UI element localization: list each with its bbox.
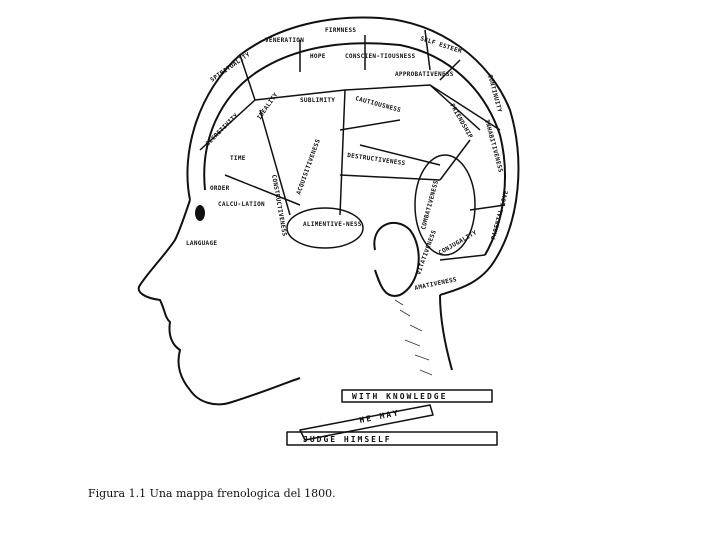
label-ideality: IDEALITY bbox=[256, 91, 280, 121]
label-calculation: CALCU-LATION bbox=[218, 201, 265, 208]
banner-text-judge-himself: JUDGE HIMSELF bbox=[303, 435, 392, 444]
label-acquisitiveness: ACQUISITIVENESS bbox=[295, 138, 322, 196]
label-inhabitiveness: INHABITIVENESS bbox=[483, 119, 504, 174]
face-profile bbox=[137, 199, 301, 406]
figure-caption: Figura 1.1 Una mappa frenologica del 180… bbox=[88, 487, 336, 500]
label-time: TIME bbox=[230, 155, 246, 162]
banner-judge-himself bbox=[286, 431, 498, 446]
label-constructiveness: CONSTRUCTIVENESS bbox=[270, 174, 288, 237]
label-secretivity: SECRETIVITY bbox=[204, 112, 239, 147]
ear bbox=[373, 221, 420, 297]
label-spirituality: SPIRITUALITY bbox=[209, 51, 252, 84]
banner-he-may bbox=[299, 404, 434, 441]
label-amativeness: AMATIVENESS bbox=[414, 276, 458, 292]
region-dividers bbox=[199, 29, 506, 261]
banner-with-knowledge bbox=[341, 389, 493, 403]
label-conjugality: CONJUGALITY bbox=[438, 229, 479, 257]
region-labels: FIRMNESS VENERATION SELF ESTEEM HOPE CON… bbox=[186, 27, 510, 292]
label-cautiousness: CAUTIOUSNESS bbox=[354, 95, 401, 114]
label-firmness: FIRMNESS bbox=[325, 27, 356, 34]
label-hope: HOPE bbox=[310, 53, 326, 60]
neck-outline bbox=[439, 294, 453, 371]
neck-hatching bbox=[394, 299, 433, 376]
label-veneration: VENERATION bbox=[265, 37, 304, 44]
skull-outline bbox=[186, 16, 520, 296]
banner-labels: WITH KNOWLEDGE HE MAY JUDGE HIMSELF bbox=[303, 392, 447, 444]
label-sublimity: SUBLIMITY bbox=[300, 97, 335, 104]
label-alimentiveness: ALIMENTIVE-NESS bbox=[303, 221, 362, 228]
alimentiveness-region bbox=[286, 207, 364, 249]
destructiveness-oval bbox=[414, 154, 476, 256]
eye bbox=[195, 205, 205, 221]
label-order: ORDER bbox=[210, 185, 230, 192]
label-language: LANGUAGE bbox=[186, 240, 217, 247]
banner-text-with-knowledge: WITH KNOWLEDGE bbox=[352, 392, 447, 401]
skull-inner-band bbox=[203, 42, 506, 256]
label-conscientiousness: CONSCIEN-TIOUSNESS bbox=[345, 53, 416, 60]
label-approbativeness: APPROBATIVENESS bbox=[395, 71, 454, 78]
label-combativeness: COMBATIVENESS bbox=[420, 179, 440, 230]
